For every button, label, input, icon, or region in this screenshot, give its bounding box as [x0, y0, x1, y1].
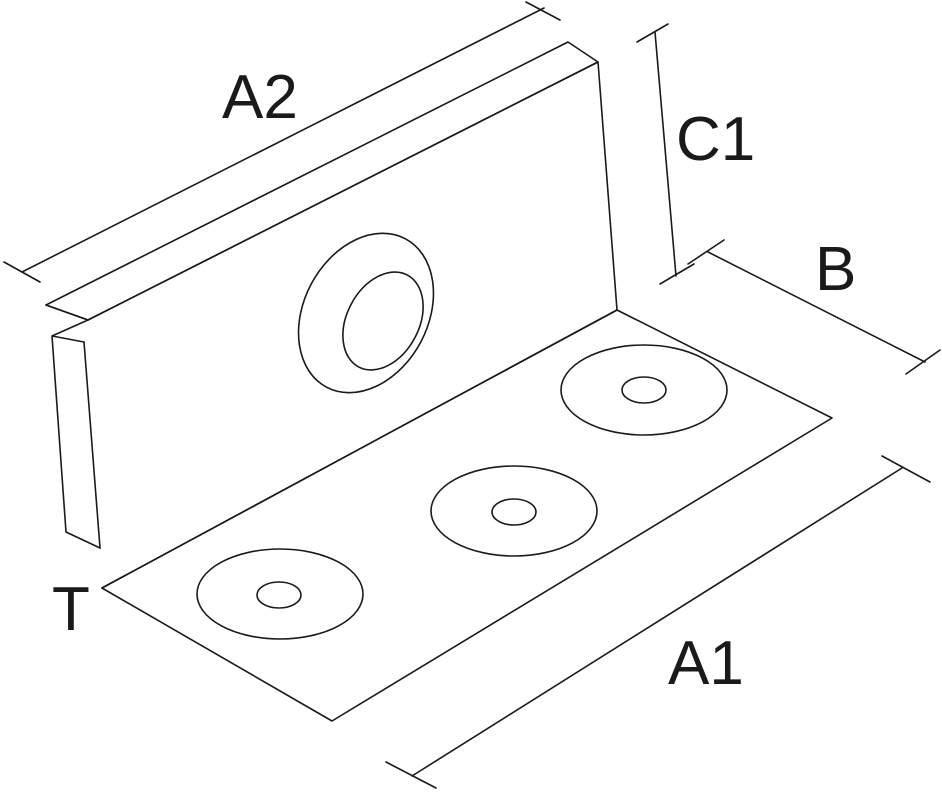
- hole-2-bore: [491, 498, 537, 526]
- vertical-hole-inner: [342, 271, 424, 371]
- horizontal-leg-hole-2: [430, 465, 598, 557]
- label-a2: A2: [222, 63, 298, 132]
- label-a1: A1: [668, 629, 744, 698]
- dimension-a1: [385, 455, 931, 789]
- dimension-a2: [3, 1, 561, 283]
- hole-1-bore: [256, 581, 302, 609]
- horizontal-leg-face: [101, 309, 833, 722]
- bracket-left-end: [45, 304, 101, 549]
- vertical-leg-hole: [297, 232, 435, 394]
- vertical-leg-top-edge: [45, 41, 599, 321]
- horizontal-leg-hole-3: [560, 344, 728, 436]
- label-c1: C1: [676, 105, 755, 174]
- horizontal-leg-hole-1: [196, 548, 364, 640]
- hole-3-bore: [621, 376, 667, 404]
- bracket-body: [45, 41, 833, 722]
- bracket-inner-fold-line: [83, 341, 101, 549]
- vertical-leg-face: [87, 61, 618, 589]
- dimension-c1: [636, 23, 695, 285]
- hole-2-countersink: [430, 465, 598, 557]
- label-t: T: [52, 575, 90, 644]
- dimension-b: [687, 239, 941, 375]
- hole-1-countersink: [196, 548, 364, 640]
- vertical-hole-outer-ring: [297, 232, 435, 394]
- hole-3-countersink: [560, 344, 728, 436]
- label-b: B: [815, 235, 856, 304]
